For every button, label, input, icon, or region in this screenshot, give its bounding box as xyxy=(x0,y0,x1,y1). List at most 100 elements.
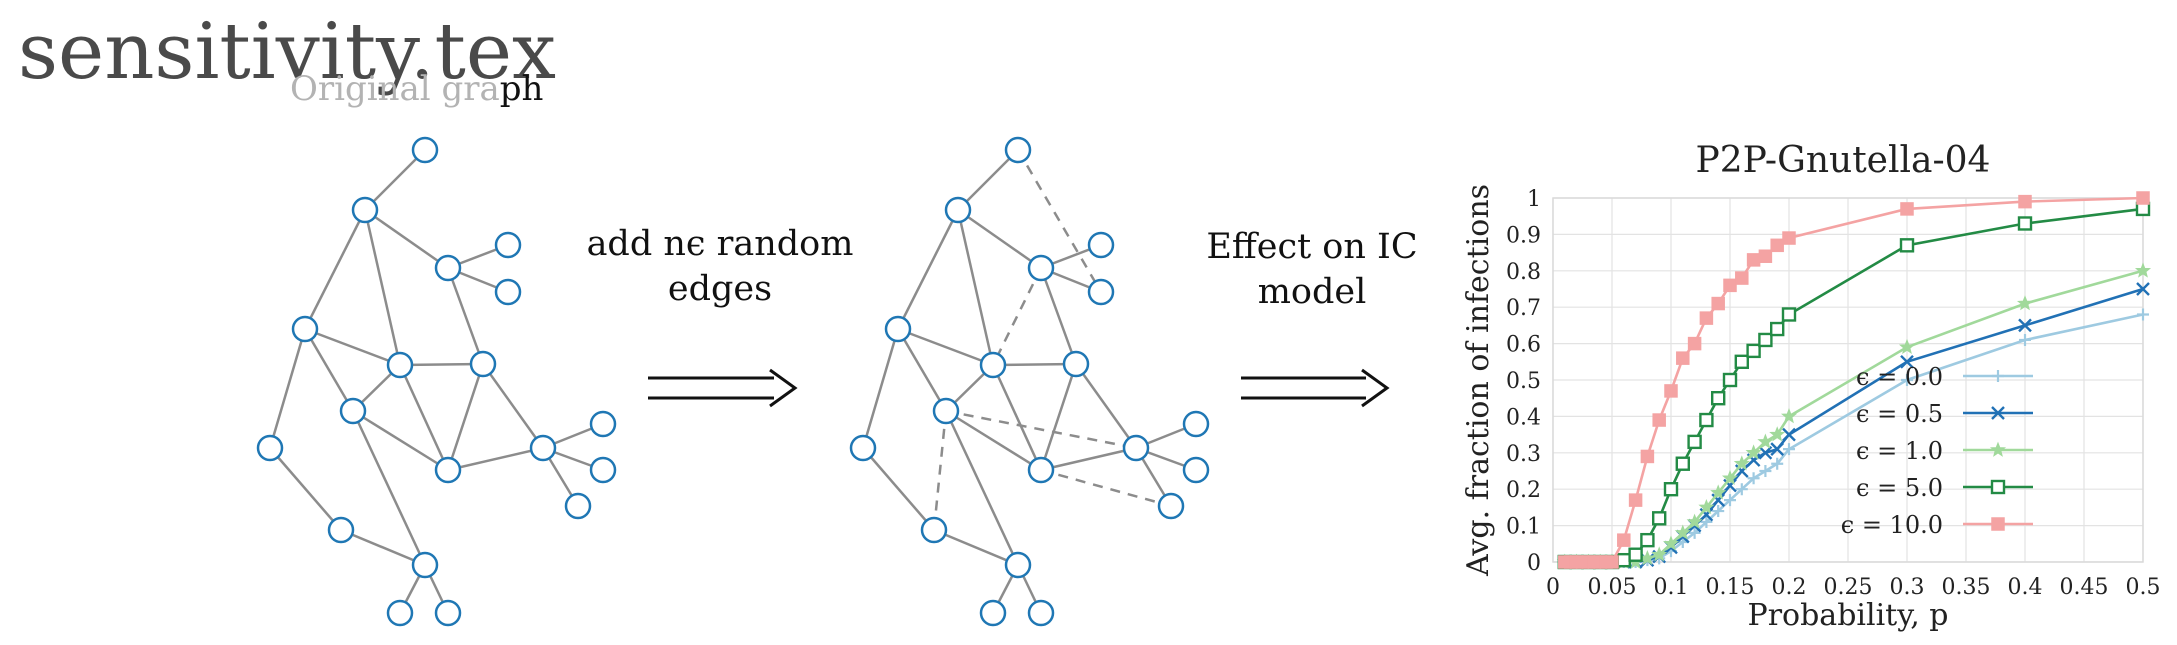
perturbed-graph-node xyxy=(849,434,877,462)
chart-x-tick-label: 0.1 xyxy=(1654,575,1689,600)
chart-data-point xyxy=(1747,472,1760,485)
chart-data-point xyxy=(1700,515,1713,528)
perturbed-graph-edge xyxy=(897,327,994,367)
perturbed-graph-node xyxy=(979,351,1007,379)
chart-data-point xyxy=(1676,351,1690,365)
chart-data-point xyxy=(1617,533,1631,547)
chart-data-point xyxy=(1769,321,1785,337)
perturbed-graph-random-edge xyxy=(991,267,1043,366)
chart-data-point xyxy=(1710,391,1726,406)
original-graph-edge xyxy=(399,362,484,367)
original-graph-edge xyxy=(364,208,449,270)
perturbed-graph-node xyxy=(1157,492,1185,520)
perturbed-graph-edge xyxy=(861,328,900,449)
original-graph-node xyxy=(256,434,284,462)
original-graph-node xyxy=(434,599,462,627)
chart-series-4 xyxy=(1558,191,2150,569)
perturbed-graph-edge xyxy=(896,209,960,330)
perturbed-graph-node xyxy=(1182,456,1210,484)
chart-y-tick-label: 0.2 xyxy=(1506,478,1541,503)
original-graph-edge xyxy=(398,364,450,471)
perturbed-graph-node xyxy=(1027,599,1055,627)
perturbed-graph xyxy=(849,136,1210,627)
chart-data-point xyxy=(1734,354,1750,369)
original-graph-node xyxy=(411,551,439,579)
original-graph-node xyxy=(351,196,379,224)
chart-data-point xyxy=(1664,384,1678,398)
chart-data-point xyxy=(2019,333,2031,346)
perturbed-graph-edge xyxy=(862,447,935,531)
chart-data-point xyxy=(1651,511,1667,526)
original-graph-edge xyxy=(363,209,402,366)
chart-data-point xyxy=(1899,238,1915,253)
perturbed-graph-random-edge xyxy=(945,409,1137,450)
chart-data-point xyxy=(1735,483,1748,496)
chart-data-point xyxy=(1781,307,1797,322)
chart-legend-label: ϵ = 5.0 xyxy=(1856,474,1943,502)
perturbed-graph-edge xyxy=(1039,363,1078,471)
perturbed-graph-edge xyxy=(933,528,1019,567)
original-graph-edge xyxy=(446,267,485,365)
original-graph-edge xyxy=(340,528,426,567)
chart-x-tick-label: 0.5 xyxy=(2126,575,2161,600)
original-graph-label-tail: ph xyxy=(500,69,544,109)
original-graph-node xyxy=(434,254,462,282)
chart-data-point xyxy=(1898,338,1916,355)
chart-data-point xyxy=(1783,443,1795,456)
perturbed-graph-node xyxy=(932,397,960,425)
chart-data-point xyxy=(1780,408,1798,424)
chart-y-ticks: 00.10.20.30.40.50.60.70.80.91 xyxy=(1506,187,1541,576)
original-graph-node xyxy=(386,351,414,379)
chart-data-point xyxy=(2137,308,2149,321)
chart-data-point xyxy=(1628,547,1643,562)
chart-data-point xyxy=(1758,332,1773,348)
original-graph-node xyxy=(469,350,497,378)
chart-data-point xyxy=(1782,231,1796,245)
perturbed-graph-random-edge xyxy=(932,410,948,531)
perturbed-graph-node xyxy=(1027,456,1055,484)
chart-data-point xyxy=(1735,271,1749,285)
original-graph-node xyxy=(564,492,592,520)
original-graph-node xyxy=(494,278,522,306)
perturbed-graph-node xyxy=(944,196,972,224)
original-graph-edge xyxy=(269,447,342,531)
perturbed-graph-edge xyxy=(944,410,1020,566)
chart-data-point xyxy=(1901,374,1913,386)
original-graph-node xyxy=(434,456,462,484)
perturbed-graph-edge xyxy=(896,328,948,412)
perturbed-graph-node xyxy=(1087,231,1115,259)
perturbed-graph-edge xyxy=(1039,267,1078,365)
original-graph-node xyxy=(589,410,617,438)
original-graph-node xyxy=(494,231,522,259)
chart-data-point xyxy=(1605,555,1619,569)
chart-data-point xyxy=(1757,433,1774,449)
perturbed-graph-node xyxy=(884,315,912,343)
chart-data-point xyxy=(1758,249,1773,263)
chart-data-point xyxy=(1770,238,1784,253)
chart-data-point xyxy=(1640,449,1655,464)
chart-data-point xyxy=(1663,482,1679,497)
chart-y-axis-label: Avg. fraction of infections xyxy=(1461,184,1496,577)
chart-x-tick-label: 0.25 xyxy=(1824,575,1873,600)
chart-data-point xyxy=(1746,343,1761,359)
original-graph-edge xyxy=(447,446,544,472)
chart-legend-label: ϵ = 10.0 xyxy=(1841,511,1943,539)
perturbed-graph-node xyxy=(1122,434,1150,462)
step2-label-line2: model xyxy=(1258,272,1367,312)
chart-data-point xyxy=(1769,426,1786,442)
original-graph-label-faded: Original gra xyxy=(290,69,500,109)
original-graph-edge xyxy=(481,363,545,449)
perturbed-graph-edge xyxy=(1040,446,1137,472)
chart-data-point xyxy=(1745,444,1762,460)
chart-x-tick-label: 0.15 xyxy=(1706,575,1755,600)
original-graph-edge xyxy=(351,410,427,566)
chart-data-point xyxy=(1688,526,1701,539)
chart-series-line xyxy=(1564,207,2144,564)
chart-data-point xyxy=(2016,295,2034,311)
chart-data-point xyxy=(1675,456,1691,471)
perturbed-graph-edge xyxy=(957,208,1042,270)
perturbed-graph-edge xyxy=(992,362,1077,367)
perturbed-graph-edge xyxy=(1074,363,1138,449)
chart-x-tick-label: 0.35 xyxy=(1942,575,1991,600)
chart-data-point xyxy=(1699,412,1714,428)
